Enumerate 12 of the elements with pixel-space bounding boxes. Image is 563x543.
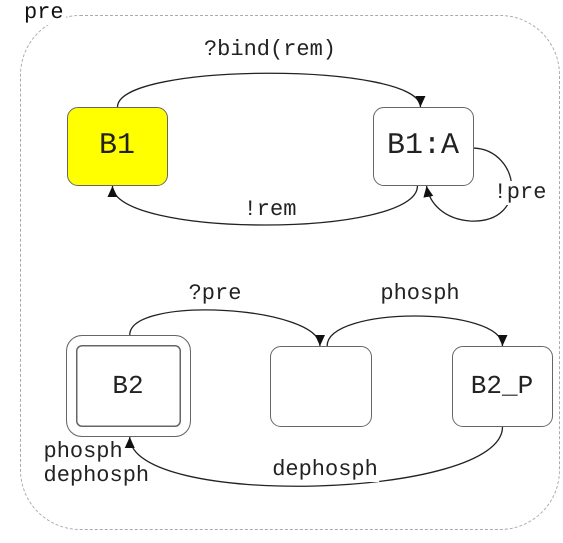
- state-name: B1:A: [386, 129, 459, 163]
- state-name: B2: [112, 370, 144, 400]
- state-box: [372, 106, 474, 186]
- state-name: B1: [98, 129, 135, 163]
- state-annotation: phosph: [44, 440, 124, 464]
- state-box: [452, 346, 552, 426]
- edge-label: phosph: [379, 282, 461, 306]
- edge-label: ?pre: [188, 282, 242, 306]
- state-annotation: dephosph: [44, 464, 150, 488]
- state-box: [66, 106, 168, 186]
- state-box: [270, 346, 372, 426]
- state-name: B2_P: [470, 371, 534, 401]
